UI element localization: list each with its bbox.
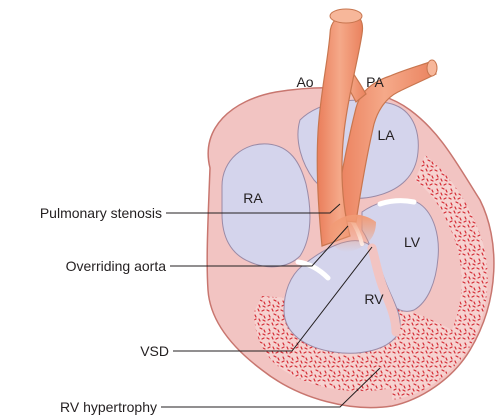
- label-rv: RV: [364, 291, 384, 307]
- callout-overriding-aorta: Overriding aorta: [66, 258, 167, 274]
- label-lv: LV: [404, 234, 421, 250]
- label-pa: PA: [366, 74, 384, 90]
- right-atrium: [222, 144, 310, 267]
- pa-right-branch-opening: [427, 60, 437, 76]
- callout-vsd: VSD: [140, 343, 169, 359]
- label-la: LA: [377, 127, 395, 143]
- callout-rv-hypertrophy: RV hypertrophy: [60, 399, 157, 415]
- callout-pulmonary-stenosis: Pulmonary stenosis: [40, 205, 162, 221]
- aorta-arch-opening: [330, 9, 362, 23]
- label-ao: Ao: [296, 74, 313, 90]
- label-ra: RA: [243, 190, 263, 206]
